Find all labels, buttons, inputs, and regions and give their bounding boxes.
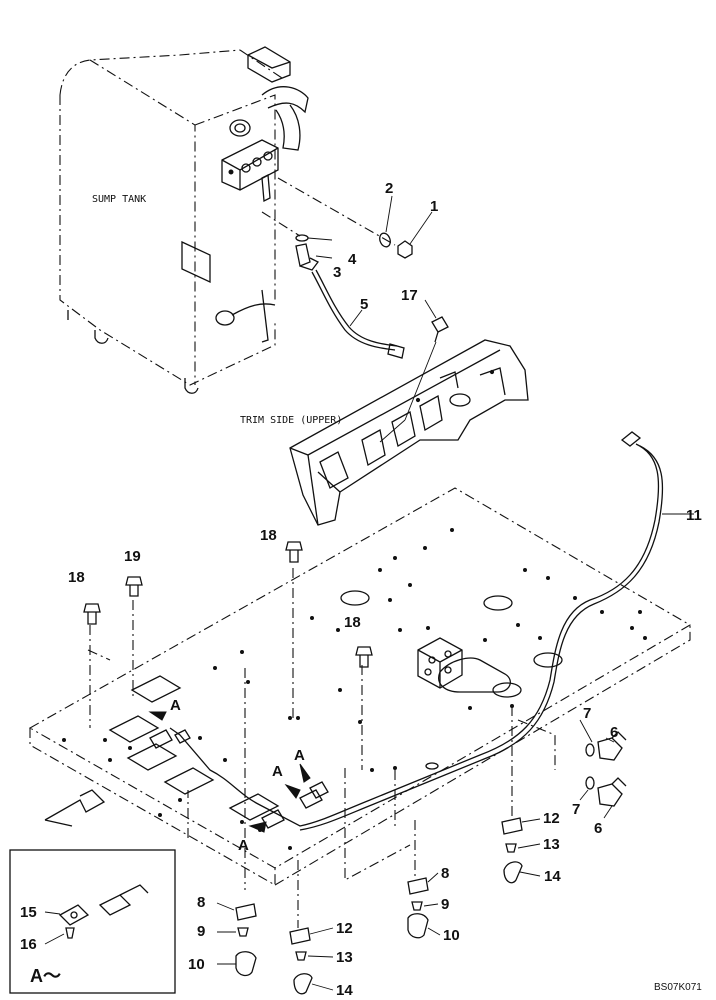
wire-harness bbox=[149, 431, 664, 831]
callout-1: 1 bbox=[430, 198, 438, 215]
callout-10: 10 bbox=[443, 927, 460, 944]
callout-18: 18 bbox=[344, 614, 361, 631]
hardware bbox=[44, 541, 523, 995]
drawing-code: BS07K071 bbox=[654, 982, 702, 993]
callout-12: 12 bbox=[543, 810, 560, 827]
callout-19: 19 bbox=[124, 548, 141, 565]
callout-16: 16 bbox=[20, 936, 37, 953]
callout-8: 8 bbox=[197, 894, 205, 911]
callout-12: 12 bbox=[336, 920, 353, 937]
sump-tank bbox=[59, 46, 309, 394]
callout-17: 17 bbox=[401, 287, 418, 304]
callout-5: 5 bbox=[360, 296, 368, 313]
view-marker-a: A bbox=[238, 837, 249, 854]
view-marker-a: A bbox=[170, 697, 181, 714]
callout-14: 14 bbox=[544, 868, 561, 885]
floor-plate bbox=[28, 487, 692, 928]
detail-box bbox=[9, 849, 176, 994]
callout-13: 13 bbox=[543, 836, 560, 853]
callout-8: 8 bbox=[441, 865, 449, 882]
callout-9: 9 bbox=[197, 923, 205, 940]
callout-18: 18 bbox=[260, 527, 277, 544]
trim-side-caption: TRIM SIDE (UPPER) bbox=[240, 415, 342, 426]
callout-4: 4 bbox=[348, 251, 357, 268]
callout-18: 18 bbox=[68, 569, 85, 586]
callout-2: 2 bbox=[385, 180, 393, 197]
view-marker-a: A bbox=[272, 763, 283, 780]
pressure-switches bbox=[585, 731, 627, 807]
callout-7: 7 bbox=[583, 705, 591, 722]
sump-tank-caption: SUMP TANK bbox=[92, 194, 146, 205]
callout-11: 11 bbox=[686, 507, 702, 524]
callout-15: 15 bbox=[20, 904, 37, 921]
valve-block bbox=[417, 637, 463, 689]
leader-lines bbox=[44, 195, 694, 991]
callout-10: 10 bbox=[188, 956, 205, 973]
callout-9: 9 bbox=[441, 896, 449, 913]
detail-view-tag: A～ bbox=[30, 966, 61, 986]
callout-6: 6 bbox=[610, 724, 618, 741]
callout-14: 14 bbox=[336, 982, 353, 999]
callout-3: 3 bbox=[333, 264, 341, 281]
callout-6: 6 bbox=[594, 820, 602, 837]
callout-7: 7 bbox=[572, 801, 580, 818]
callout-13: 13 bbox=[336, 949, 353, 966]
tank-fittings bbox=[261, 177, 413, 359]
view-marker-a: A bbox=[294, 747, 305, 764]
trim-side-bracket bbox=[289, 316, 529, 526]
